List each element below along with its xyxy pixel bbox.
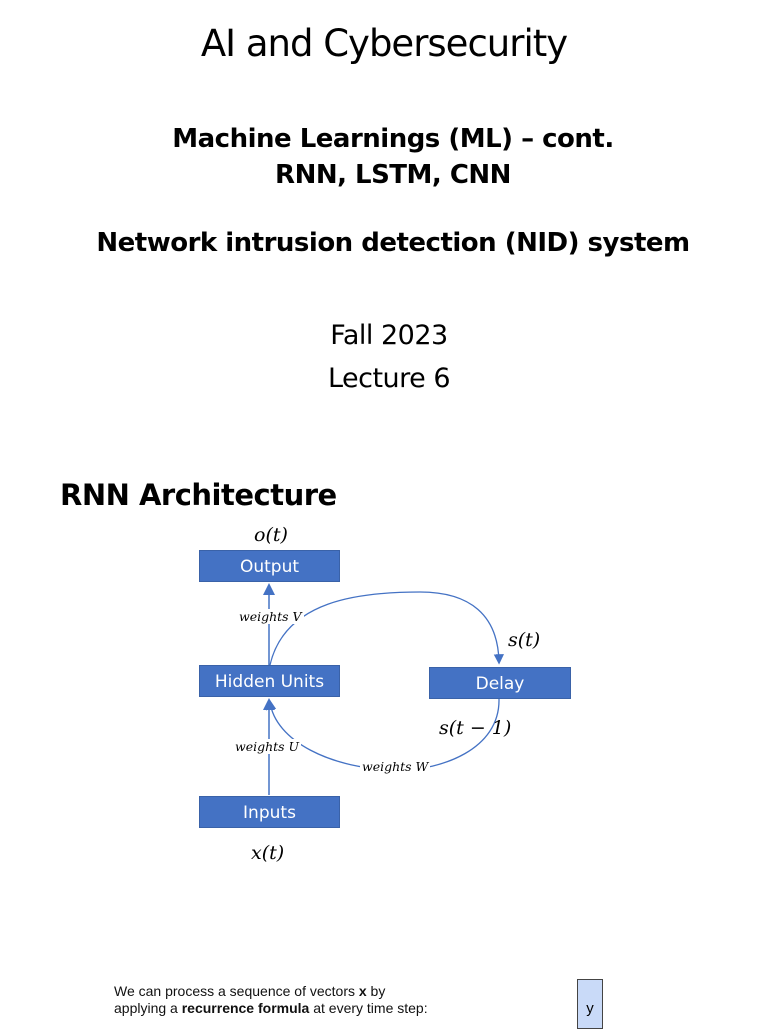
recurrence-formula-emphasis: recurrence formula — [181, 1000, 310, 1016]
weights-v-label: weights V — [237, 609, 304, 624]
slide-title: AI and Cybersecurity — [200, 22, 568, 65]
y-output-box: y — [577, 979, 603, 1029]
recurrence-text: by — [366, 983, 386, 999]
term-label: Fall 2023 — [330, 320, 448, 351]
node-delay: Delay — [429, 667, 571, 699]
subtitle-line-3: Network intrusion detection (NID) system — [96, 228, 690, 258]
section-heading: RNN Architecture — [60, 478, 337, 512]
recurrence-text: at every time step: — [309, 1000, 428, 1016]
node-inputs: Inputs — [199, 796, 340, 828]
weights-u-label: weights U — [233, 739, 302, 754]
weights-w-label: weights W — [360, 759, 431, 774]
vector-x-emphasis: x — [358, 983, 367, 999]
previous-state-label: s(t − 1) — [439, 717, 512, 739]
node-hidden-units: Hidden Units — [199, 665, 340, 697]
input-variable-label: x(t) — [251, 842, 285, 864]
node-output: Output — [199, 550, 340, 582]
state-label: s(t) — [508, 629, 541, 651]
recurrence-text: We can process a sequence of vectors — [114, 983, 359, 999]
recurrence-description: We can process a sequence of vectors x b… — [114, 983, 428, 1017]
subtitle-line-1: Machine Learnings (ML) – cont. — [172, 124, 614, 154]
lecture-label: Lecture 6 — [327, 363, 451, 394]
recurrence-text: applying a — [114, 1000, 182, 1016]
subtitle-line-2: RNN, LSTM, CNN — [275, 160, 511, 190]
output-variable-label: o(t) — [254, 524, 288, 546]
edge-hidden-to-delay — [269, 591, 505, 666]
